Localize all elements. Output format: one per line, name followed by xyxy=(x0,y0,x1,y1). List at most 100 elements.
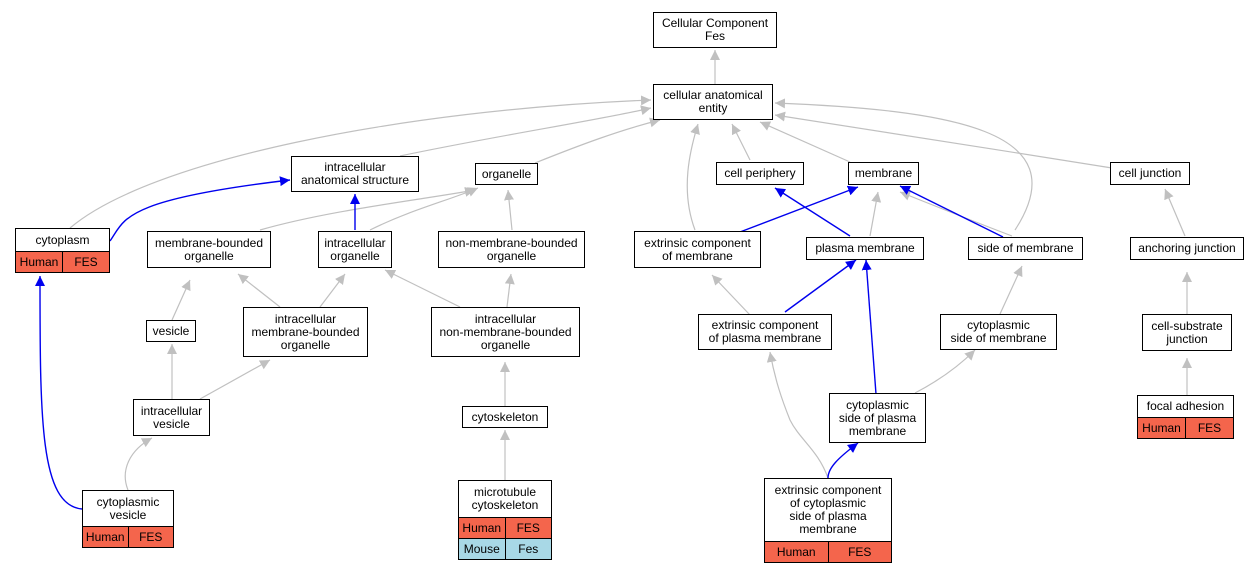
node-cytoplasm[interactable]: cytoplasm Human FES xyxy=(15,228,110,273)
gene-cell: FES xyxy=(504,518,552,538)
edge-mbo-to-organelle xyxy=(259,186,476,231)
edge-som-to-membrane xyxy=(899,191,1013,237)
edge-inmbo-to-io xyxy=(384,269,461,308)
edge-imbo-to-mbo xyxy=(237,273,281,308)
edge-cytoplasm-to-ias xyxy=(109,176,291,242)
node-label: intracellular membrane-bounded organelle xyxy=(251,311,360,352)
node-label: cell junction xyxy=(1118,166,1182,180)
node-label: non-membrane-bounded organelle xyxy=(445,235,578,263)
edge-cytoplasm-to-cae xyxy=(69,95,652,229)
node-organelle[interactable]: organelle xyxy=(475,163,538,185)
edge-cspm-to-csom xyxy=(914,349,976,394)
node-extrinsic-component-of-plasma-membrane[interactable]: extrinsic component of plasma membrane xyxy=(698,314,832,350)
edge-ecspm-to-cspm xyxy=(827,442,859,479)
edge-io-to-organelle xyxy=(369,187,479,231)
edge-ecm-to-membrane xyxy=(739,185,859,233)
edge-vesicle-to-mbo xyxy=(171,279,191,321)
node-label: side of membrane xyxy=(977,241,1074,255)
node-anchoring-junction[interactable]: anchoring junction xyxy=(1130,237,1244,260)
node-cell-junction[interactable]: cell junction xyxy=(1110,162,1190,185)
edge-nmbo-to-organelle xyxy=(504,189,514,231)
node-label: intracellular vesicle xyxy=(140,403,203,431)
node-extrinsic-component-of-membrane[interactable]: extrinsic component of membrane xyxy=(634,231,761,268)
edge-ecm-to-cae xyxy=(686,123,700,231)
node-label: cytoplasm xyxy=(35,232,90,247)
edge-aj-to-cj xyxy=(1164,188,1186,237)
node-label: intracellular organelle xyxy=(324,235,386,263)
edge-organelle-to-cae xyxy=(534,117,661,164)
node-label: cytoplasmic side of membrane xyxy=(950,318,1047,345)
species-cell: Human xyxy=(19,254,59,269)
node-label: organelle xyxy=(481,166,532,181)
annotation-row: Mouse Fes xyxy=(459,538,551,559)
node-cellular-anatomical-entity[interactable]: cellular anatomical entity xyxy=(653,84,773,120)
node-intracellular-vesicle[interactable]: intracellular vesicle xyxy=(133,399,210,436)
node-intracellular-anatomical-structure[interactable]: intracellular anatomical structure xyxy=(291,156,419,192)
annotation-row: Human FES xyxy=(765,541,891,562)
node-intracellular-non-membrane-bounded-organelle[interactable]: intracellular non-membrane-bounded organ… xyxy=(431,307,580,357)
node-side-of-membrane[interactable]: side of membrane xyxy=(968,237,1083,260)
node-membrane-bounded-organelle[interactable]: membrane-bounded organelle xyxy=(147,231,271,268)
edge-iv-to-imbo xyxy=(199,359,271,400)
annotation-row: Human FES xyxy=(1138,417,1233,438)
annotation-row: Human FES xyxy=(16,251,109,272)
node-membrane[interactable]: membrane xyxy=(848,162,919,185)
edge-cv-to-iv xyxy=(124,437,153,491)
edge-som-to-membrane-blue xyxy=(899,185,1004,238)
species-cell: Mouse xyxy=(463,541,500,556)
node-intracellular-organelle[interactable]: intracellular organelle xyxy=(318,231,392,268)
node-label: cell periphery xyxy=(724,166,796,180)
gene-cell: FES xyxy=(127,527,174,547)
edge-inmbo-to-nmbo xyxy=(504,273,515,308)
node-label: vesicle xyxy=(152,323,190,338)
edge-ecpm-to-ecm xyxy=(711,274,751,316)
edge-cellperiphery-to-cae xyxy=(731,123,751,161)
node-label: extrinsic component of membrane xyxy=(644,235,751,263)
node-label: membrane xyxy=(854,166,913,180)
node-focal-adhesion[interactable]: focal adhesion Human FES xyxy=(1137,395,1234,439)
node-intracellular-membrane-bounded-organelle[interactable]: intracellular membrane-bounded organelle xyxy=(243,307,368,357)
node-cytoplasmic-vesicle[interactable]: cytoplasmic vesicle Human FES xyxy=(82,490,174,548)
node-label: cytoplasmic vesicle xyxy=(96,494,160,522)
node-label: Cellular Component Fes xyxy=(661,16,769,43)
node-non-membrane-bounded-organelle[interactable]: non-membrane-bounded organelle xyxy=(438,231,585,268)
species-cell: Human xyxy=(85,529,125,544)
node-extrinsic-component-of-cytoplasmic-side-of-plasma-membrane[interactable]: extrinsic component of cytoplasmic side … xyxy=(764,478,892,563)
edge-csom-to-som xyxy=(999,265,1023,315)
node-cytoplasmic-side-of-membrane[interactable]: cytoplasmic side of membrane xyxy=(940,314,1057,350)
edge-pm-to-membrane xyxy=(869,191,882,237)
gene-cell: Fes xyxy=(504,539,552,559)
node-label: extrinsic component of plasma membrane xyxy=(708,318,822,345)
node-cell-periphery[interactable]: cell periphery xyxy=(716,162,804,185)
node-cell-substrate-junction[interactable]: cell-substrate junction xyxy=(1142,314,1232,351)
annotation-row: Human FES xyxy=(83,526,173,547)
node-plasma-membrane[interactable]: plasma membrane xyxy=(806,237,924,260)
node-label: intracellular non-membrane-bounded organ… xyxy=(439,311,572,352)
node-label: extrinsic component of cytoplasmic side … xyxy=(774,483,882,536)
node-label: intracellular anatomical structure xyxy=(300,160,410,187)
edge-cspm-to-pm xyxy=(861,259,877,395)
edge-som-to-cae xyxy=(774,98,1033,231)
node-label: cell-substrate junction xyxy=(1151,318,1223,346)
node-label: microtubule cytoskeleton xyxy=(471,485,539,512)
node-label: cytoplasmic side of plasma membrane xyxy=(838,397,917,438)
gene-cell: FES xyxy=(827,542,892,562)
edge-pm-to-cellperiphery xyxy=(774,187,851,237)
node-label: anchoring junction xyxy=(1138,241,1236,255)
node-label: plasma membrane xyxy=(815,241,915,255)
edge-imbo-to-io xyxy=(319,273,346,308)
node-vesicle[interactable]: vesicle xyxy=(146,320,196,342)
node-label: cytoskeleton xyxy=(471,409,539,424)
edge-ecspm-to-ecpm xyxy=(766,351,829,479)
edge-cv-to-cytoplasm xyxy=(35,275,83,510)
node-label: focal adhesion xyxy=(1146,399,1225,413)
node-cellular-component[interactable]: Cellular Component Fes xyxy=(653,12,777,48)
edge-celljunction-to-cae xyxy=(774,111,1113,169)
annotation-row: Human FES xyxy=(459,517,551,538)
node-microtubule-cytoskeleton[interactable]: microtubule cytoskeleton Human FES Mouse… xyxy=(458,480,552,560)
edge-ias-to-cae xyxy=(399,105,652,157)
node-cytoplasmic-side-of-plasma-membrane[interactable]: cytoplasmic side of plasma membrane xyxy=(829,393,926,443)
node-label: cellular anatomical entity xyxy=(663,88,763,115)
gene-cell: FES xyxy=(62,252,109,272)
node-cytoskeleton[interactable]: cytoskeleton xyxy=(462,406,548,428)
